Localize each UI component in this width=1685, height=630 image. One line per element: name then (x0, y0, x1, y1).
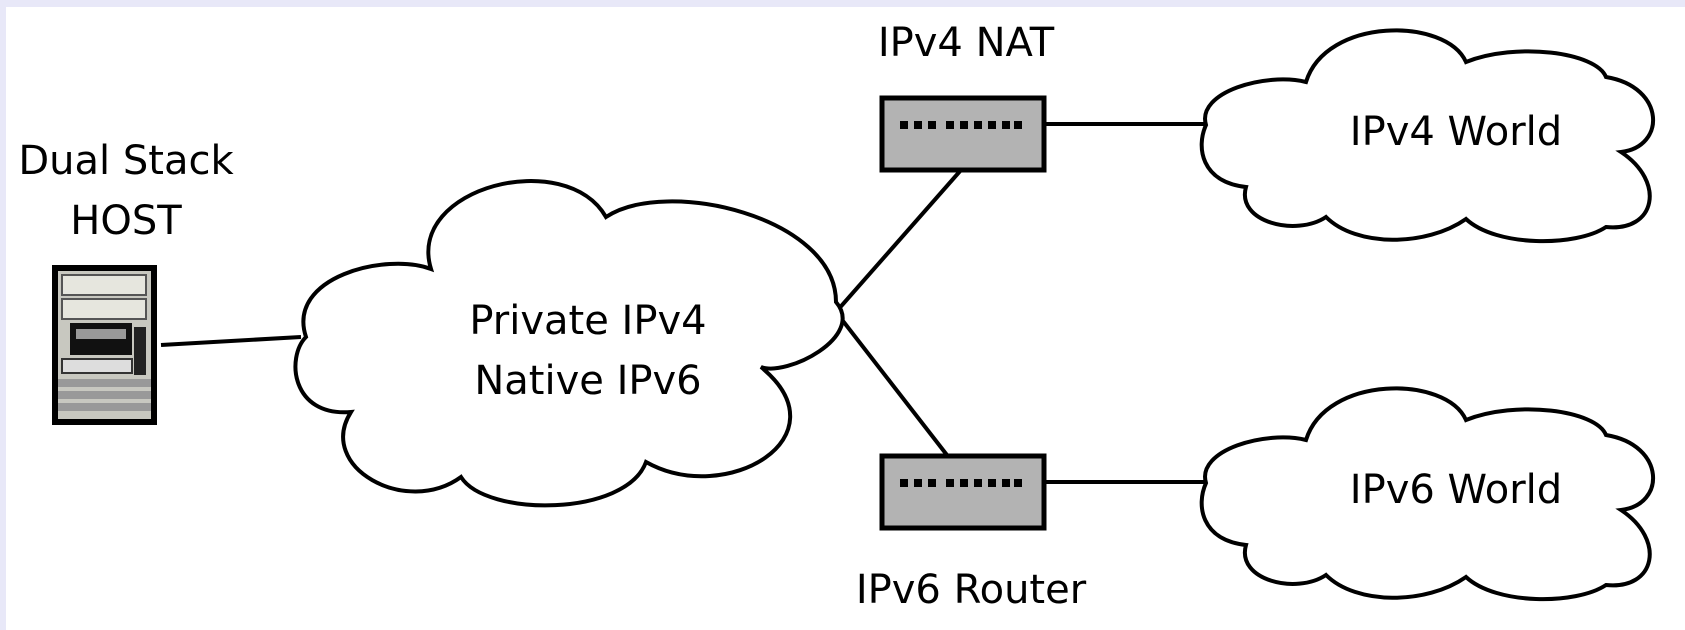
private-cloud-label-line1: Private IPv4 (469, 298, 707, 344)
ipv4-world-label: IPv4 World (1349, 109, 1563, 155)
host-label-line2: HOST (70, 198, 182, 244)
host-label: Dual Stack HOST (6, 131, 246, 251)
link-host-to-private (160, 335, 302, 347)
link-private-to-nat (834, 168, 963, 314)
router-device-icon (879, 453, 1047, 531)
network-diagram: Dual Stack HOST Private IPv4 Native IPv6… (6, 7, 1685, 630)
nat-device-icon (879, 95, 1047, 173)
host-label-line1: Dual Stack (18, 138, 234, 184)
private-network-cloud (293, 179, 845, 508)
diagram-canvas (52, 28, 1656, 602)
ipv4-world-cloud (1199, 28, 1656, 244)
link-private-to-router (834, 310, 966, 479)
host-computer-icon (52, 265, 157, 425)
ipv6-world-label: IPv6 World (1349, 467, 1563, 513)
router-label: IPv6 Router (855, 567, 1087, 613)
private-cloud-label: Private IPv4 Native IPv6 (438, 291, 738, 411)
nat-label: IPv4 NAT (877, 20, 1055, 66)
ipv6-world-cloud (1199, 386, 1656, 602)
private-cloud-label-line2: Native IPv6 (474, 358, 702, 404)
